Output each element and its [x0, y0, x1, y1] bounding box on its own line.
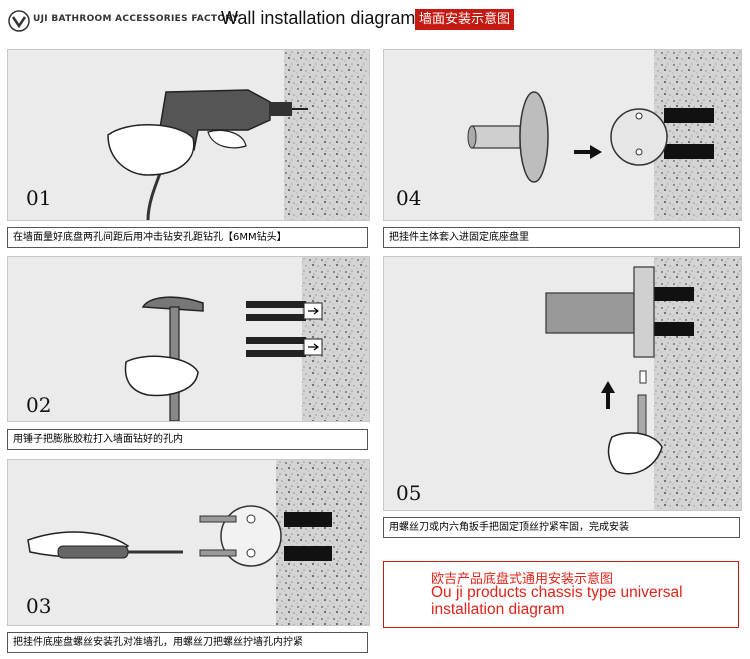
- step-04-panel: 04: [383, 49, 742, 221]
- hex-key-icon: [607, 394, 663, 475]
- step-03-illustration: [27, 460, 369, 625]
- step-04-caption: 把挂件主体套入进固定底座盘里: [383, 227, 740, 248]
- step-02-illustration: [124, 257, 369, 421]
- step-04-illustration: [467, 50, 741, 220]
- arrow-up-icon: [601, 381, 615, 409]
- step-number: 03: [26, 594, 52, 618]
- summary-note: 欧吉产品底盘式通用安装示意图 Ou ji products chassis ty…: [383, 561, 739, 628]
- page-title: Wall installation diagram: [221, 8, 416, 28]
- page-title-chinese: 墙面安装示意图: [415, 9, 515, 30]
- step-02-caption: 用锤子把膨胀胶粒打入墙面钻好的孔内: [7, 429, 368, 450]
- step-03-caption: 把挂件底座盘螺丝安装孔对准墙孔，用螺丝刀把螺丝拧墙孔内拧紧: [7, 632, 368, 653]
- step-number: 05: [396, 481, 422, 505]
- note-english: Ou ji products chassis type universal in…: [431, 584, 683, 618]
- brand-name: UJI BATHROOM ACCESSORIES FACTORY: [33, 14, 239, 24]
- step-01-illustration: [107, 50, 369, 220]
- step-number: 01: [26, 186, 52, 210]
- anchor-plugs: [246, 301, 323, 357]
- brand-logo-icon: [8, 10, 30, 32]
- screwdriver-icon: [27, 531, 183, 559]
- arrow-right-icon: [574, 145, 602, 159]
- screw-icons: [199, 515, 237, 557]
- step-03-panel: 03: [7, 459, 370, 626]
- arrow-right-icon: [308, 307, 319, 351]
- step-05-illustration: [545, 257, 741, 510]
- step-05-caption: 用螺丝刀或内六角扳手把固定顶丝拧紧牢固，完成安装: [383, 517, 740, 538]
- step-number: 04: [396, 186, 422, 210]
- step-05-panel: 05: [383, 256, 742, 511]
- step-02-panel: 02: [7, 256, 370, 422]
- step-01-caption: 在墙面量好底盘两孔间距后用冲击钻安孔距钻孔【6MM钻头】: [7, 227, 368, 248]
- drill-icon: [107, 89, 308, 220]
- hammer-icon: [124, 296, 204, 421]
- step-number: 02: [26, 393, 52, 417]
- step-01-panel: 01: [7, 49, 370, 221]
- note-chinese: 欧吉产品底盘式通用安装示意图: [431, 572, 614, 587]
